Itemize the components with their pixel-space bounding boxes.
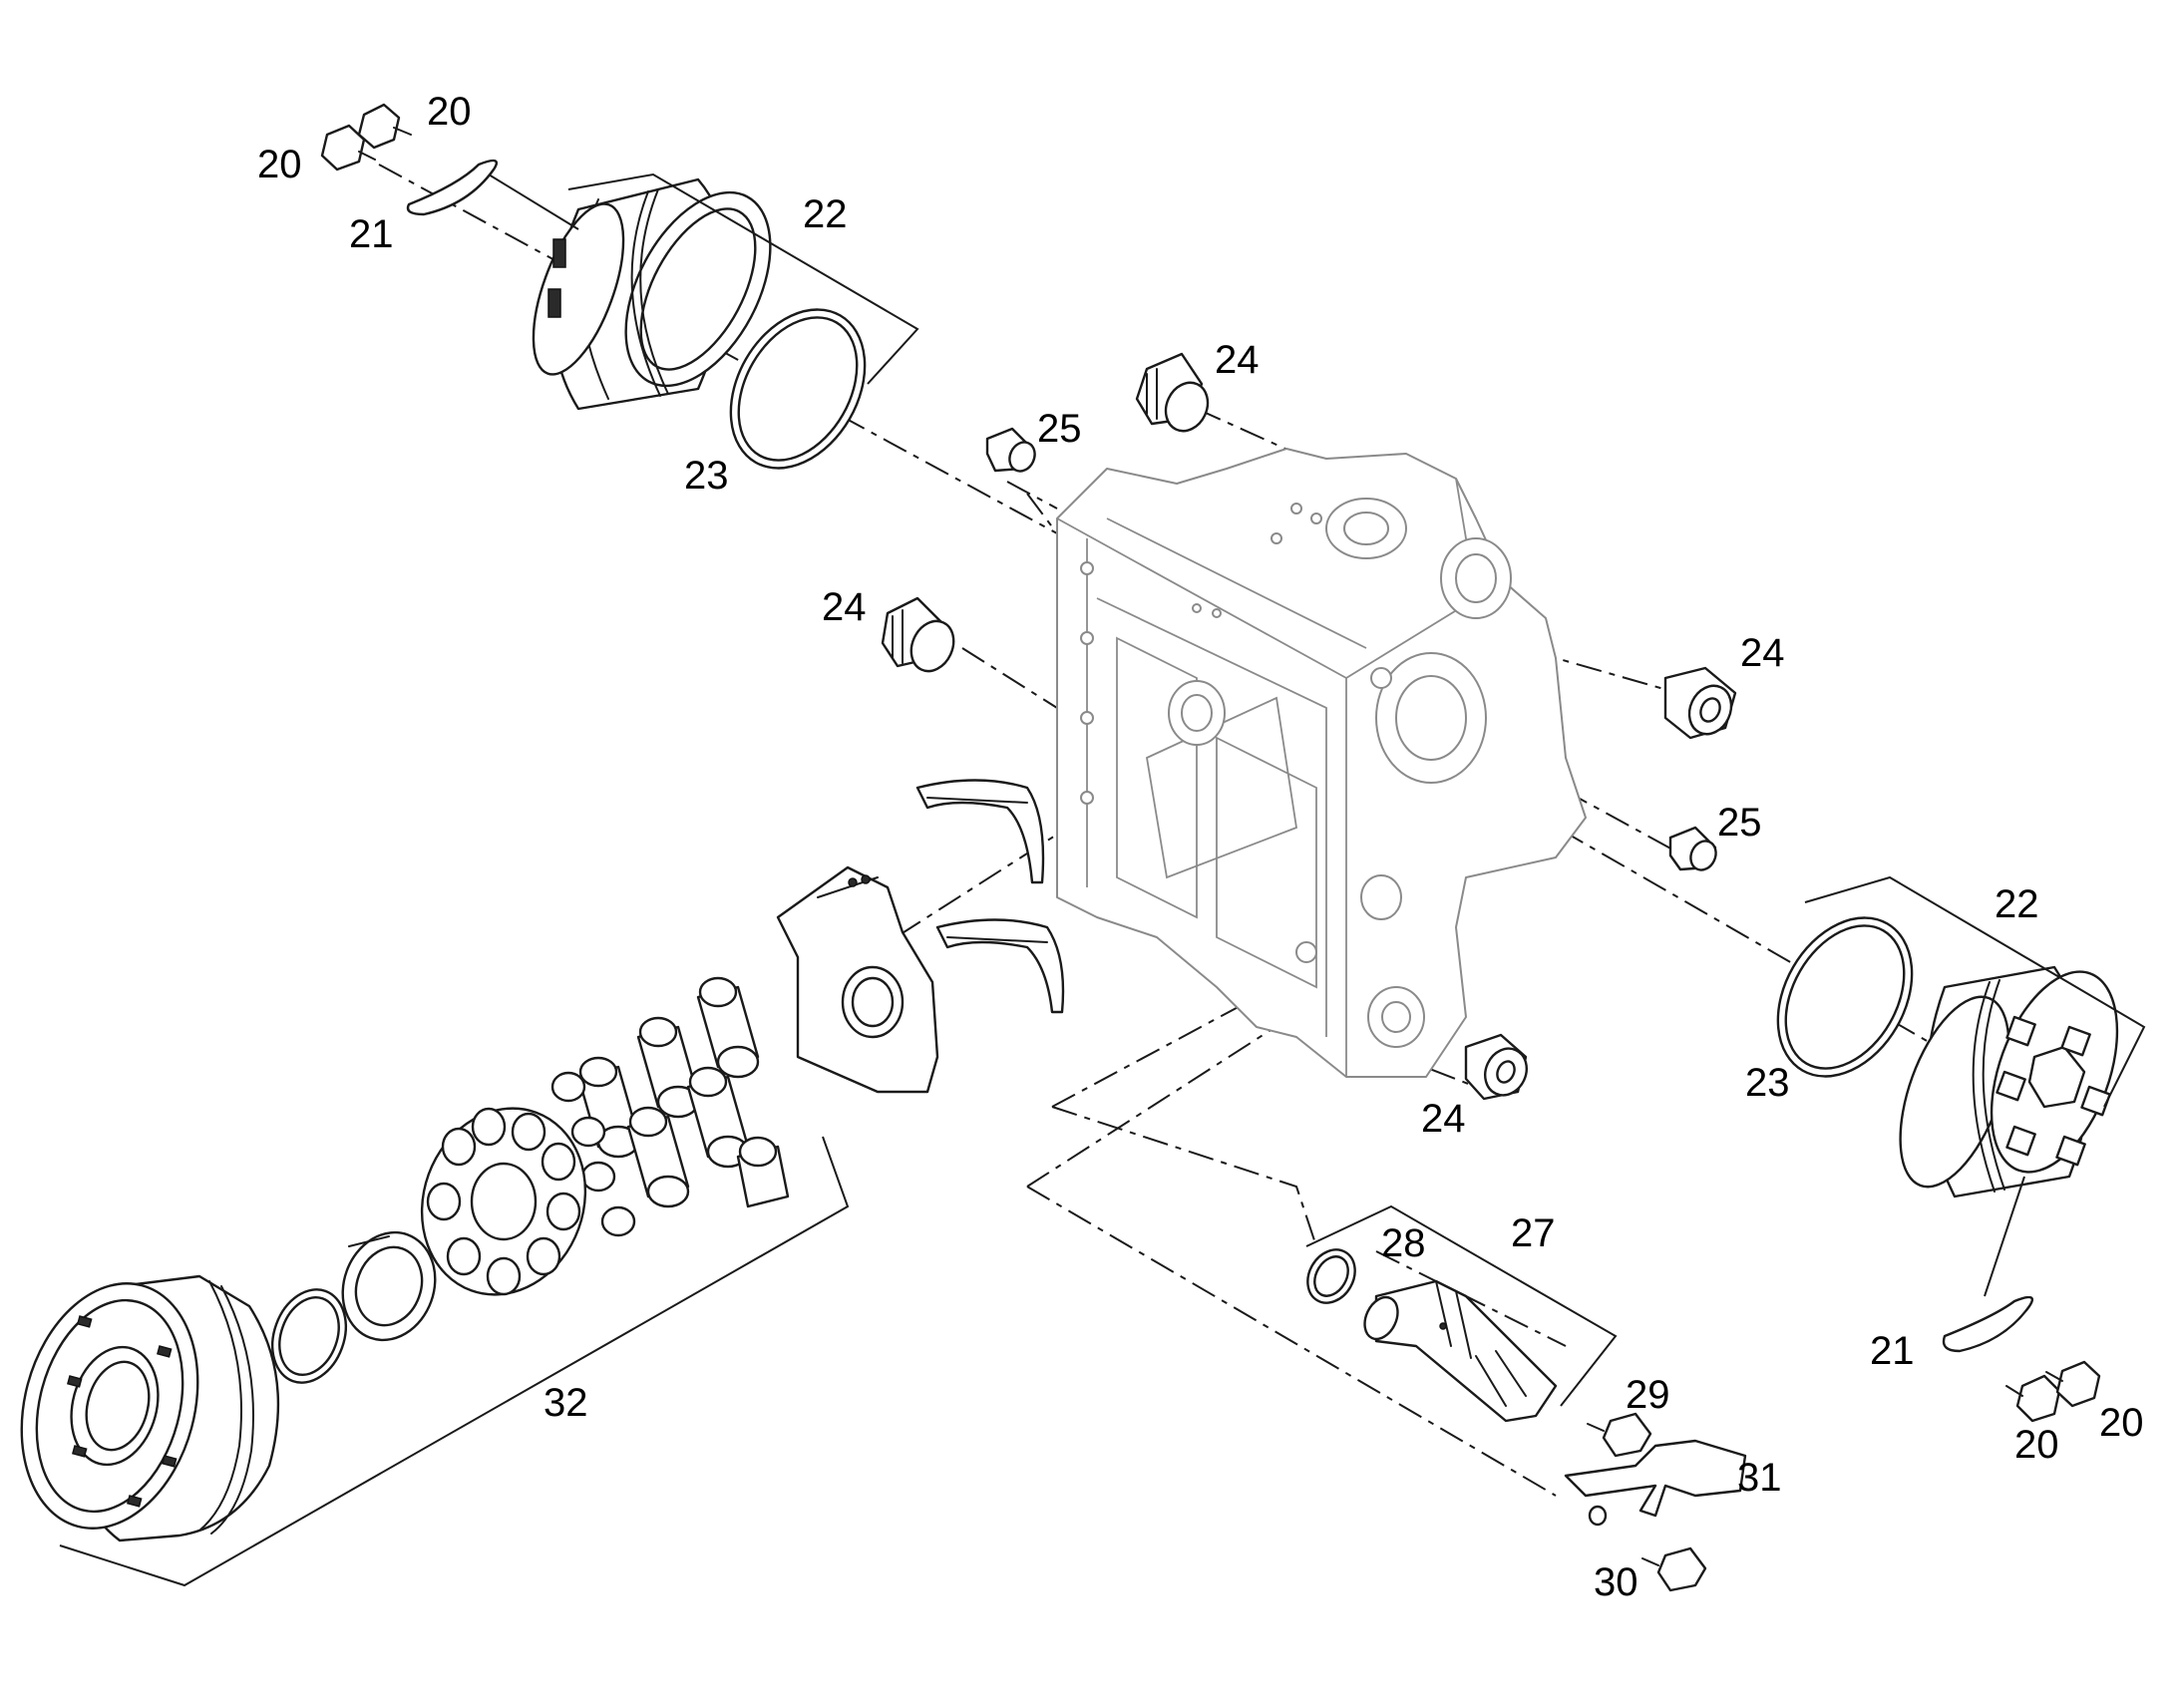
callout-24-b: 24 — [822, 585, 867, 629]
callout-labels: 20 20 21 22 23 24 25 24 24 25 22 23 24 2… — [257, 90, 2144, 1604]
plug-24-bottom — [1464, 1033, 1528, 1101]
callout-22-right: 22 — [1995, 882, 2039, 926]
screws-top — [320, 103, 412, 171]
servo-piston-assembly-right — [1899, 965, 2119, 1198]
screw-30 — [1641, 1546, 1707, 1592]
callout-31: 31 — [1737, 1456, 1782, 1500]
callout-20-top-a: 20 — [427, 90, 472, 134]
callout-20-top-b: 20 — [257, 143, 302, 186]
bracket-27 — [1305, 1204, 1618, 1407]
bracket-22-right — [1804, 875, 2146, 1108]
callout-25-b: 25 — [1717, 801, 1762, 845]
o-ring-28 — [1306, 1248, 1356, 1304]
callout-24-d: 24 — [1421, 1097, 1466, 1141]
callout-21-right: 21 — [1870, 1329, 1915, 1373]
callout-23-top: 23 — [684, 454, 729, 498]
bracket-32 — [59, 1136, 850, 1587]
retainer-ball — [341, 1230, 437, 1342]
callout-21-top: 21 — [349, 212, 394, 256]
callout-32: 32 — [544, 1381, 588, 1425]
plug-25-right — [1668, 826, 1717, 871]
screws-right — [2005, 1360, 2101, 1423]
pump-housing — [1056, 448, 1587, 1078]
retaining-clip-top — [406, 159, 579, 230]
callout-24-a: 24 — [1215, 338, 1260, 382]
callout-29: 29 — [1626, 1373, 1670, 1417]
callout-20-right-a: 20 — [2014, 1423, 2059, 1467]
retaining-clip-right — [1942, 1176, 2034, 1353]
callout-23-right: 23 — [1745, 1061, 1790, 1105]
pistons — [550, 976, 790, 1237]
cylinder-block — [20, 1274, 280, 1542]
o-ring-right — [1776, 916, 1914, 1078]
swash-plate — [776, 865, 939, 1094]
servo-piston-assembly-top — [532, 177, 772, 411]
o-ring-top — [729, 308, 867, 470]
bracket-22-top — [567, 172, 919, 385]
retainer-plate — [420, 1107, 587, 1296]
callout-27: 27 — [1511, 1211, 1556, 1255]
callout-20-right-b: 20 — [2099, 1401, 2144, 1445]
callout-28: 28 — [1381, 1221, 1426, 1265]
plug-24-top — [1135, 352, 1210, 433]
callout-24-c: 24 — [1740, 631, 1785, 675]
control-valve-27 — [1363, 1279, 1558, 1423]
plug-24-left — [881, 596, 955, 673]
cradle-bearing-upper — [915, 779, 1045, 884]
callout-22-top: 22 — [803, 192, 848, 236]
plug-24-right — [1663, 666, 1737, 740]
plug-25-top — [985, 427, 1036, 473]
screw-29 — [1587, 1412, 1652, 1458]
callout-25-a: 25 — [1037, 407, 1082, 451]
bracket-31 — [1564, 1439, 1747, 1527]
cradle-bearing-lower — [935, 918, 1065, 1014]
snap-ring — [271, 1288, 347, 1384]
callout-30: 30 — [1594, 1560, 1638, 1604]
